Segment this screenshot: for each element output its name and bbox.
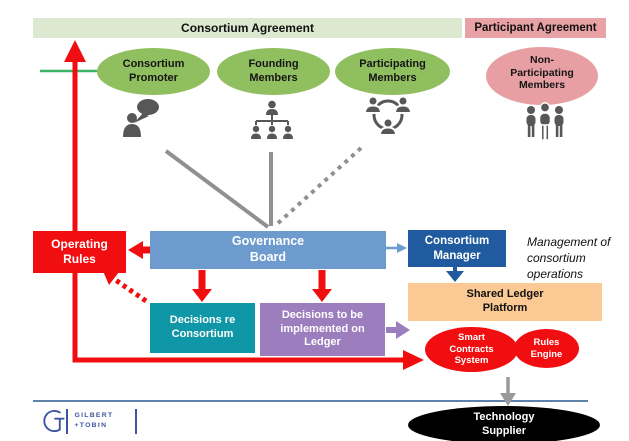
founding-members-label: Founding Members (248, 57, 299, 84)
consortium-agreement-label: Consortium Agreement (181, 20, 314, 35)
hierarchy-icon (248, 99, 296, 145)
non-participating-members-label: Non- Participating Members (510, 54, 574, 92)
governance-board-node: Governance Board (150, 231, 386, 269)
decisions-re-consortium-label: Decisions re Consortium (169, 314, 236, 340)
consortium-promoter-node: Consortium Promoter (97, 48, 210, 95)
participating-members-label: Participating Members (359, 57, 426, 84)
consortium-promoter-label: Consortium Promoter (122, 57, 185, 84)
board-to-rules-arrow (128, 241, 150, 259)
consortium-manager-node: Consortium Manager (408, 230, 506, 267)
operating-rules-label: Operating Rules (51, 237, 108, 266)
systems-to-supplier-arrow (500, 377, 516, 406)
shared-ledger-platform-node: Shared Ledger Platform (408, 283, 602, 321)
consortium-manager-label: Consortium Manager (424, 235, 490, 262)
person-speech-icon (118, 96, 166, 144)
operating-rules-node: Operating Rules (33, 231, 126, 273)
rules-engine-node: Rules Engine (514, 329, 579, 368)
technology-supplier-label: Technology Supplier (473, 411, 535, 437)
decisions-re-consortium-node: Decisions re Consortium (150, 303, 255, 353)
shared-ledger-platform-label: Shared Ledger Platform (466, 288, 544, 314)
gilbert-tobin-mark-icon (38, 407, 66, 435)
gilbert-tobin-logo: GILBERT +TOBIN (38, 406, 137, 436)
rules-engine-label: Rules Engine (530, 336, 563, 360)
founding-members-node: Founding Members (217, 48, 330, 95)
smart-contracts-system-node: Smart Contracts System (425, 327, 518, 372)
participant-agreement-label: Participant Agreement (474, 21, 597, 34)
logo-line1: GILBERT (74, 411, 114, 419)
decisions-to-systems-arrow (386, 321, 410, 339)
non-participating-members-node: Non- Participating Members (486, 47, 598, 105)
operating-rules-feedback-arrow (64, 40, 424, 370)
board-to-manager-arrow (386, 243, 407, 253)
logo-divider (66, 408, 68, 434)
participant-agreement-bar: Participant Agreement (465, 18, 606, 38)
logo-wordmark: GILBERT +TOBIN (75, 411, 114, 431)
decisions-to-ledger-node: Decisions to be implemented on Ledger (260, 303, 385, 356)
decisions-to-rules-dotted-arrow (103, 271, 148, 304)
consortium-agreement-bar: Consortium Agreement (33, 18, 462, 38)
governance-board-label: Governance Board (231, 234, 305, 264)
group-circle-icon (362, 94, 414, 142)
smart-contracts-system-label: Smart Contracts System (449, 332, 494, 367)
manager-to-ledger-arrow (446, 266, 464, 282)
management-note: Management of consortium operations (527, 235, 611, 282)
board-to-decisions-arrows (192, 270, 332, 302)
member-to-board-lines (164, 146, 363, 229)
technology-supplier-node: Technology Supplier (408, 406, 600, 441)
participating-members-node: Participating Members (335, 48, 450, 95)
logo-line2: +TOBIN (74, 422, 108, 429)
logo-divider-2 (135, 408, 137, 434)
people-group-icon (522, 98, 568, 144)
decisions-to-ledger-label: Decisions to be implemented on Ledger (280, 308, 365, 349)
